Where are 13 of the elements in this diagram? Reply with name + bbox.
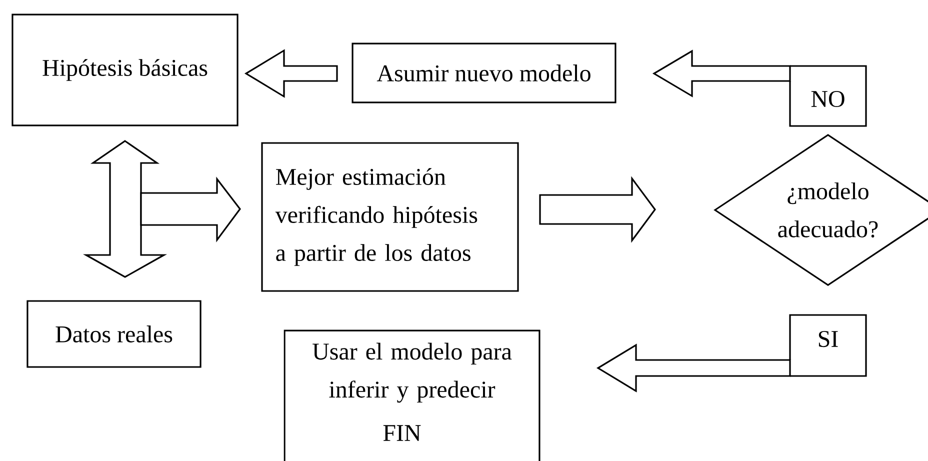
label-box: SI (789, 314, 867, 377)
block-arrow (244, 49, 338, 98)
process-box: Mejor estimación verificando hipótesis a partir de los datos (261, 142, 519, 292)
process-box: Asumir nuevo modelo (352, 42, 616, 104)
process-box: Hipótesis básicas (12, 14, 238, 126)
process-box: Datos reales (26, 300, 202, 368)
block-arrow (596, 344, 791, 392)
block-arrow (652, 50, 791, 98)
process-box: Usar el modelo para inferir y predecir FIN (284, 330, 540, 461)
label-box: NO (789, 65, 867, 127)
block-arrow (140, 176, 241, 242)
block-arrow (82, 140, 168, 278)
block-arrow (539, 176, 656, 243)
